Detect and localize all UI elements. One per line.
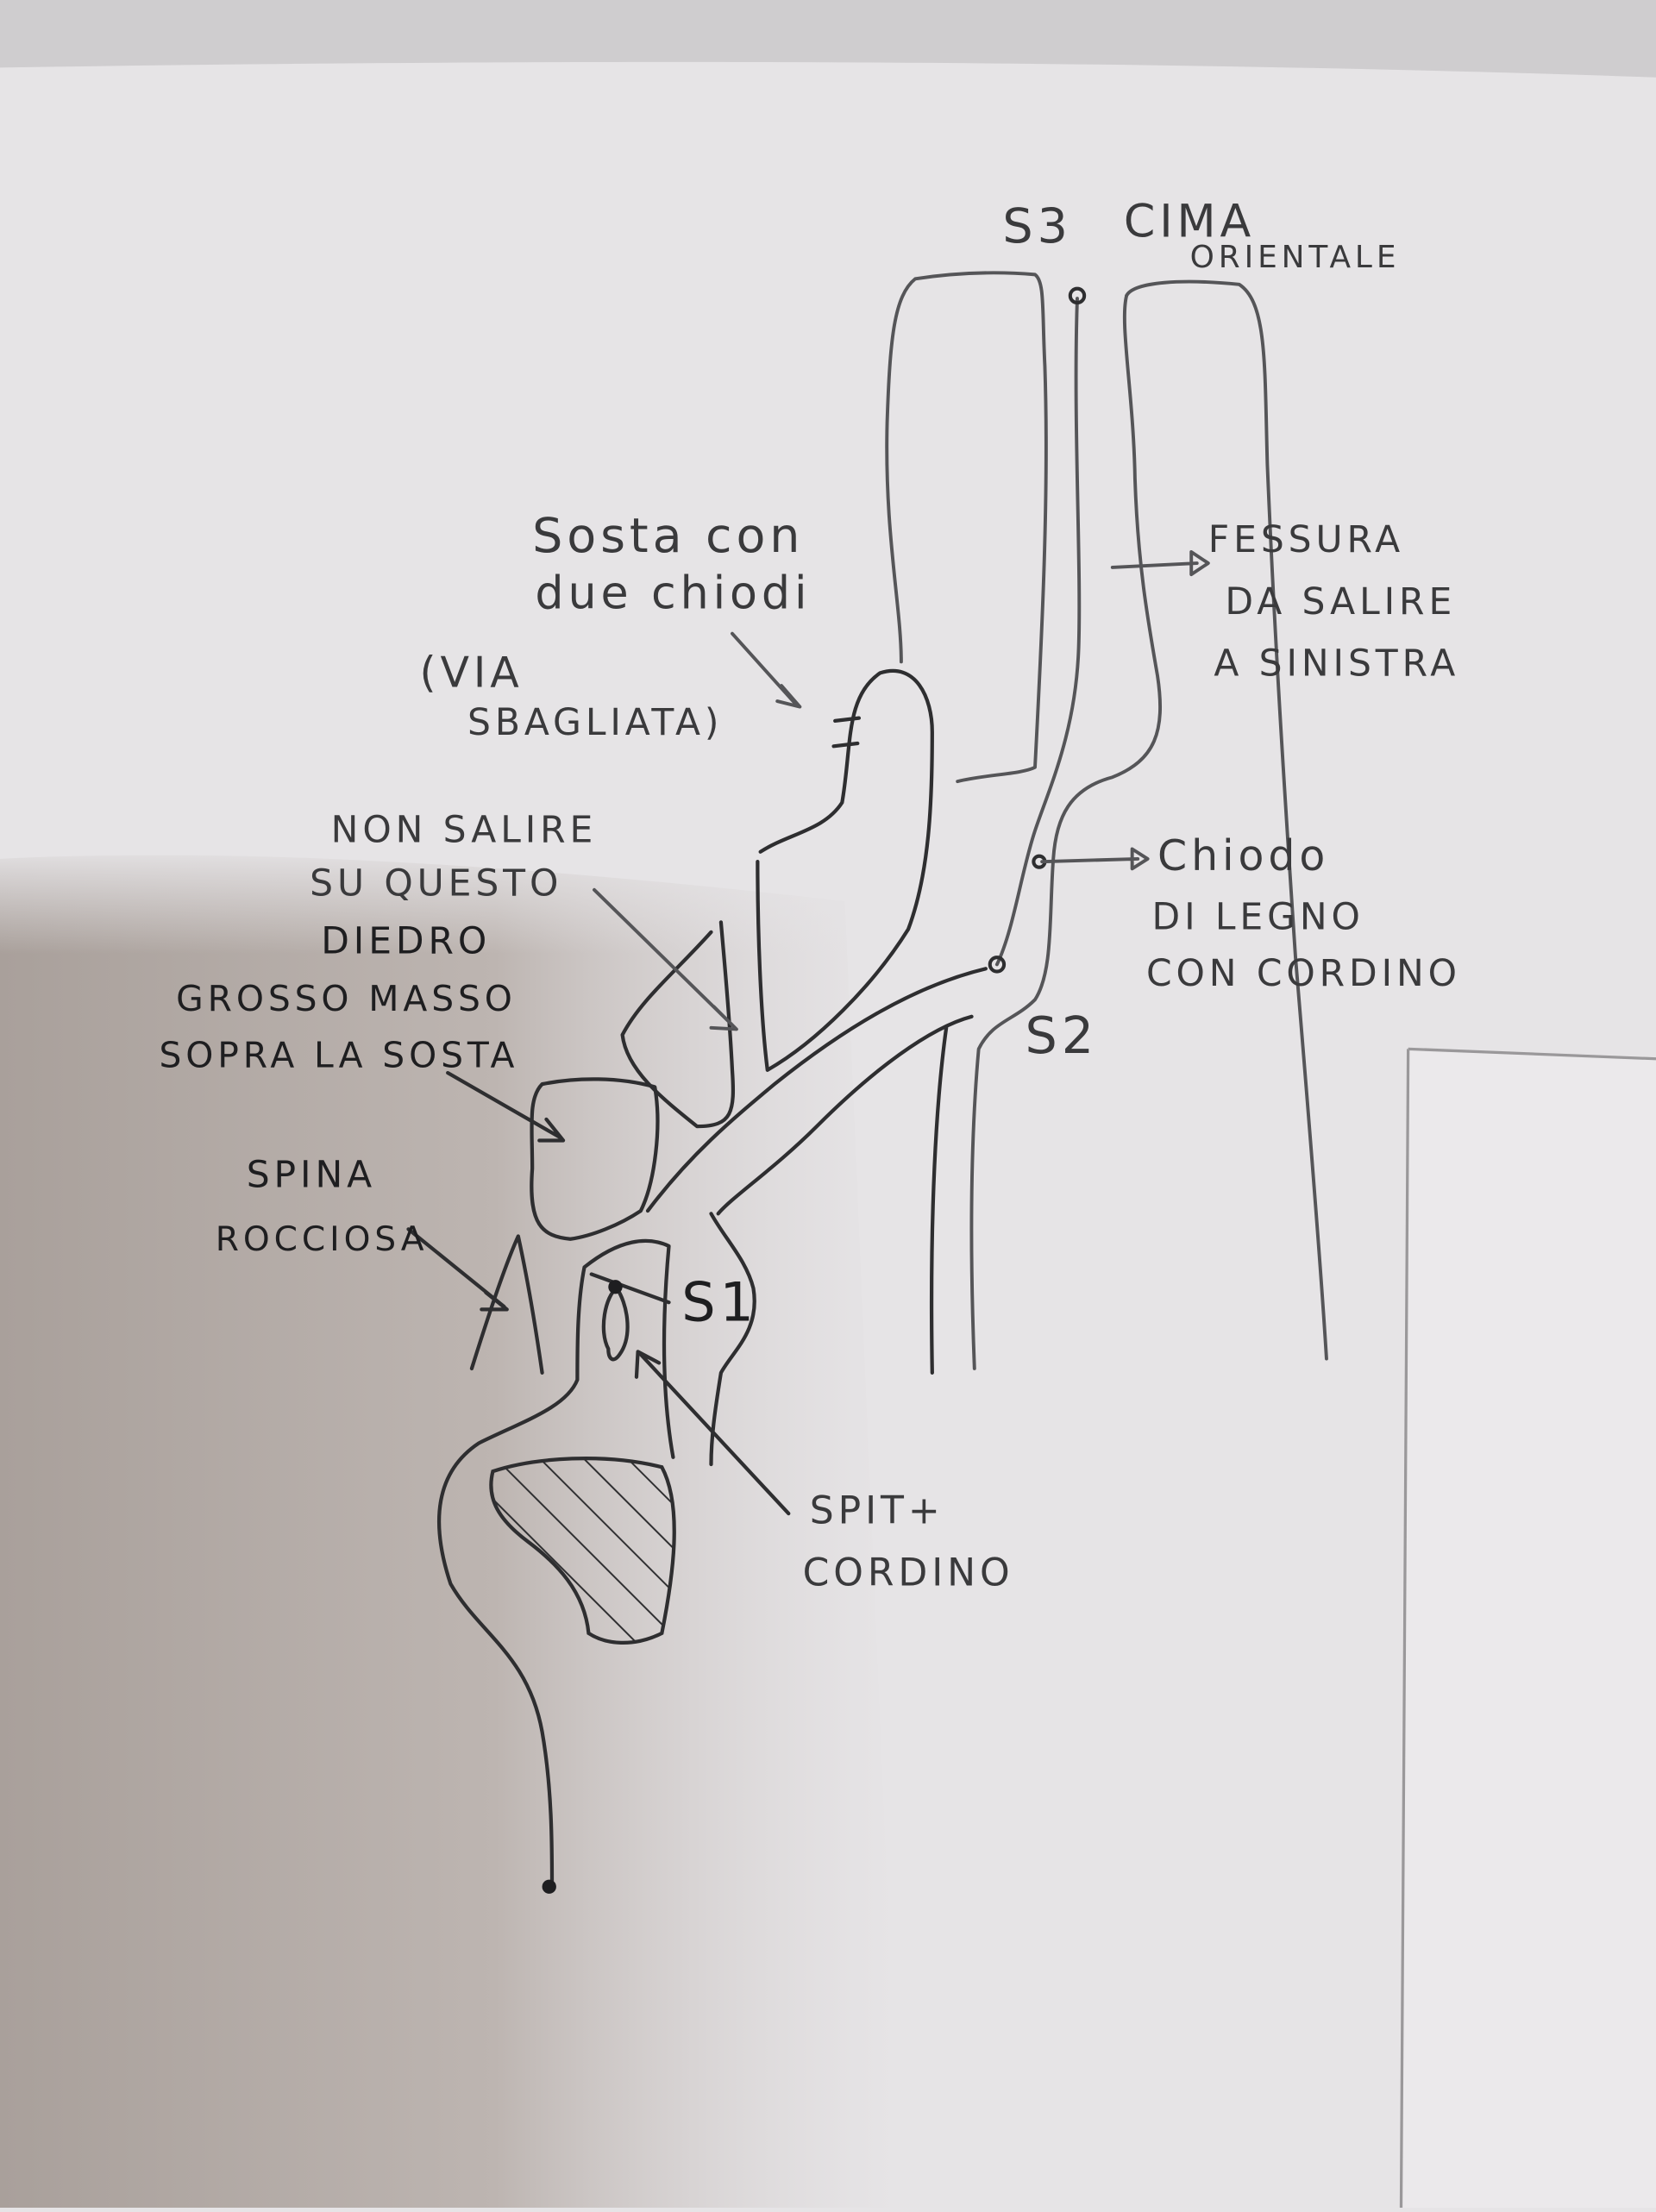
wrong-belay-note: Sosta con due chiodi (VIA SBAGLIATA) [420,508,811,744]
orientale-label: ORIENTALE [1190,240,1401,275]
wooden-piton-note: Chiodo DI LEGNO CON CORDINO [1146,831,1461,995]
svg-text:GROSSO MASSO: GROSSO MASSO [176,978,517,1019]
s1-label: S1 [681,1270,758,1333]
spike-arrow-icon [406,1227,509,1312]
gully-left-wall [929,1025,949,1375]
bolt-sling [589,1272,671,1362]
big-boulder [530,1077,660,1241]
svg-text:SPINA: SPINA [247,1154,376,1196]
svg-text:CORDINO: CORDINO [803,1551,1014,1595]
svg-text:DA SALIRE: DA SALIRE [1225,581,1456,623]
s1-ledge [436,1212,756,1889]
boulder-arrow-icon [446,1070,566,1143]
svg-text:DIEDRO: DIEDRO [321,920,491,962]
rock-spike [469,1234,544,1375]
piton-arrow-icon [1040,847,1150,871]
svg-text:due chiodi: due chiodi [535,567,811,619]
svg-text:(VIA: (VIA [420,649,524,698]
svg-text:Sosta con: Sosta con [532,508,804,564]
svg-text:SU QUESTO: SU QUESTO [310,862,562,905]
gully-lower-line [716,1014,974,1216]
s3-belay-dot [1068,286,1087,305]
svg-text:FESSURA: FESSURA [1208,519,1404,561]
boulder-note: GROSSO MASSO SOPRA LA SOSTA [159,978,518,1076]
dihedral-arrow-icon [593,887,738,1031]
s2-belay-dot [988,956,1007,974]
route-line-upper [994,297,1082,967]
svg-text:SBAGLIATA): SBAGLIATA) [467,702,723,744]
svg-text:NON SALIRE: NON SALIRE [331,809,598,851]
bolt-note: SPIT+ CORDINO [803,1489,1014,1595]
s1-bolt-dot [608,1280,623,1294]
svg-text:DI LEGNO: DI LEGNO [1152,897,1364,939]
mid-pillar [756,668,934,1072]
svg-text:SPIT+: SPIT+ [810,1489,944,1533]
crack-note: FESSURA DA SALIRE A SINISTRA [1208,519,1459,686]
s2-label: S2 [1026,1006,1099,1065]
wrong-belay-arrow-icon [731,631,802,709]
cima-label: CIMA [1124,196,1255,248]
gully-upper-line [645,967,988,1213]
svg-text:CON CORDINO: CON CORDINO [1146,953,1461,995]
s3-label: S3 [1002,198,1071,254]
arrows [406,550,1210,1516]
rock-spike-note: SPINA ROCCIOSA [216,1154,429,1259]
right-pillar [1125,279,1328,1361]
dihedral-note: NON SALIRE SU QUESTO DIEDRO [310,809,598,962]
svg-text:ROCCIOSA: ROCCIOSA [216,1220,429,1259]
route-start-dot [542,1879,556,1894]
crack-arrow-icon [1110,550,1210,577]
crack-right-edge [969,293,1162,1370]
second-sheet [1401,1049,1656,2208]
hatched-rock [489,1457,676,1645]
dihedral [620,920,736,1129]
table-strip [0,0,1656,78]
svg-text:SOPRA LA SOSTA: SOPRA LA SOSTA [159,1035,518,1076]
summit-label: S3 CIMA ORIENTALE [1002,196,1401,275]
bolt-arrow-icon [634,1350,791,1516]
left-pillar [885,271,1048,784]
svg-text:Chiodo: Chiodo [1157,831,1329,880]
two-pitons-mark [831,716,862,749]
svg-text:A SINISTRA: A SINISTRA [1214,643,1459,686]
